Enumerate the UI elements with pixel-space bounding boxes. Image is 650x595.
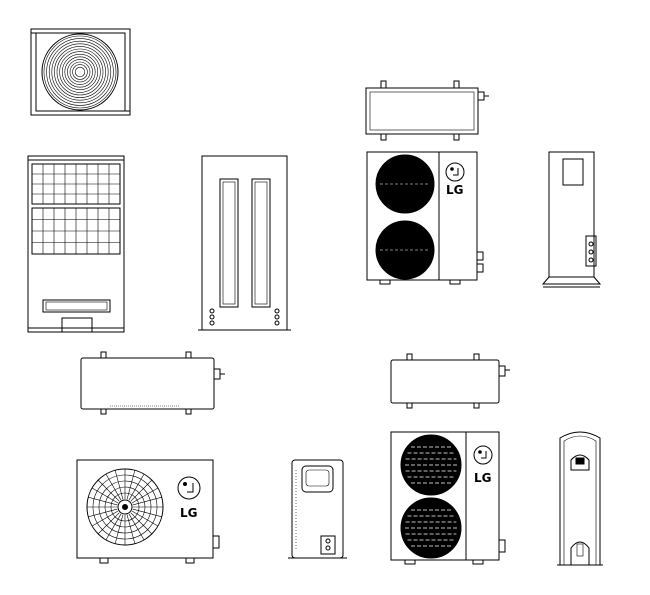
fan-grille-concentric — [41, 33, 119, 111]
lg-logo-icon — [445, 162, 465, 182]
unit-top-view-small — [365, 80, 489, 141]
unit-side-handle-view — [288, 459, 347, 559]
unit-lg-single-fan-front: LG — [76, 459, 220, 564]
fan-grille-stripes — [405, 446, 457, 547]
lg-logo-icon — [473, 445, 493, 465]
unit-lg-twin-fan-front: LG — [366, 151, 484, 285]
unit-lg-twin-fan-front-2: LG — [390, 431, 506, 565]
fan-grille-spoked — [86, 468, 164, 546]
valve-bolts-right — [274, 308, 280, 326]
lg-logo-icon — [177, 476, 201, 500]
unit-top-view-medium — [390, 353, 510, 409]
unit-side-slots-view — [198, 155, 291, 331]
valve-bolts-left — [209, 308, 215, 326]
grid-panel-upper — [31, 163, 121, 205]
unit-top-fan-view — [30, 28, 131, 116]
brand-label: LG — [446, 183, 464, 197]
grid-panel-lower — [31, 207, 121, 255]
brand-label: LG — [180, 506, 198, 520]
unit-arched-side-view — [557, 431, 603, 566]
unit-grid-front-view — [27, 155, 125, 333]
brand-label: LG — [474, 471, 492, 485]
unit-tall-side-view — [541, 151, 602, 288]
unit-top-view-wide — [80, 351, 225, 415]
